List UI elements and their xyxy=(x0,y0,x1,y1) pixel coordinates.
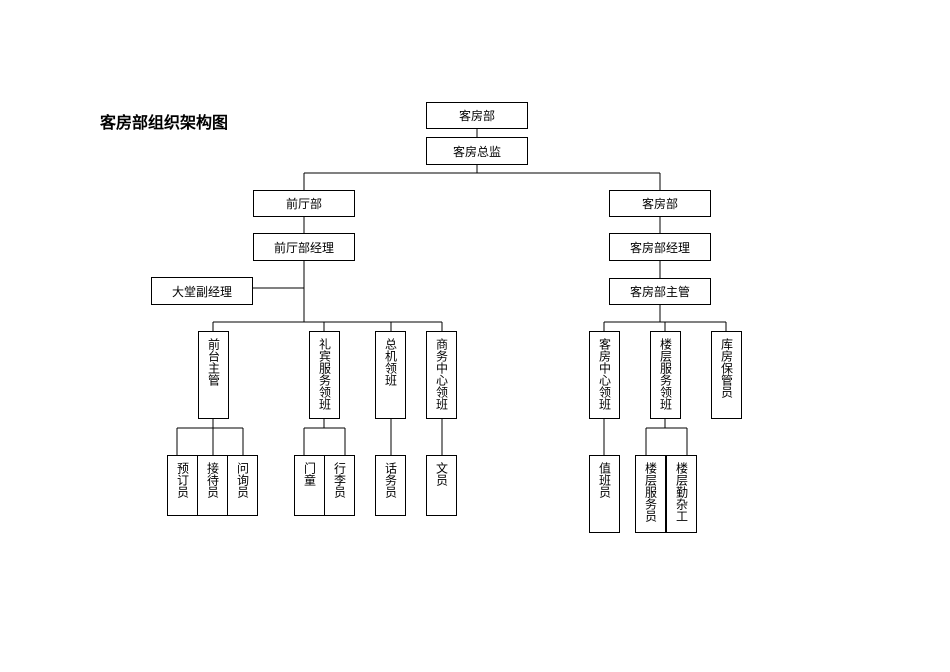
node-front-office-dept: 前厅部 xyxy=(253,190,355,217)
node-housekeeping-director: 客房总监 xyxy=(426,137,528,165)
node-housekeeping-manager: 客房部经理 xyxy=(609,233,711,261)
node-label: 前台主管 xyxy=(206,338,221,386)
node-label: 库房保管员 xyxy=(719,338,734,398)
node-information-agent: 问询员 xyxy=(227,455,258,516)
node-label: 礼宾服务领班 xyxy=(317,338,332,410)
node-label: 值班员 xyxy=(597,462,612,498)
node-front-desk-supervisor: 前台主管 xyxy=(198,331,229,419)
node-floor-service-captain: 楼层服务领班 xyxy=(650,331,681,419)
node-storekeeper: 库房保管员 xyxy=(711,331,742,419)
node-assistant-manager: 大堂副经理 xyxy=(151,277,253,305)
node-label: 文员 xyxy=(434,462,449,486)
node-telephonist: 话务员 xyxy=(375,455,406,516)
node-floor-attendant: 楼层服务员 xyxy=(635,455,666,533)
node-concierge-captain: 礼宾服务领班 xyxy=(309,331,340,419)
node-label: 商务中心领班 xyxy=(434,338,449,410)
node-floor-porter: 楼层勤杂工 xyxy=(666,455,697,533)
node-business-center-captain: 商务中心领班 xyxy=(426,331,457,419)
node-label: 话务员 xyxy=(383,462,398,498)
node-label: 接待员 xyxy=(205,462,220,498)
node-label: 总机领班 xyxy=(383,338,398,386)
node-housekeeping-division: 客房部 xyxy=(426,102,528,129)
node-label: 预订员 xyxy=(175,462,190,498)
node-label: 楼层勤杂工 xyxy=(674,462,689,522)
node-front-office-manager: 前厅部经理 xyxy=(253,233,355,261)
node-housekeeping-supervisor: 客房部主管 xyxy=(609,278,711,305)
node-label: 门童 xyxy=(302,462,317,486)
node-duty-attendant: 值班员 xyxy=(589,455,620,533)
node-room-center-captain: 客房中心领班 xyxy=(589,331,620,419)
node-label: 客房中心领班 xyxy=(597,338,612,410)
node-reservation-agent: 预订员 xyxy=(167,455,198,516)
node-operator-captain: 总机领班 xyxy=(375,331,406,419)
node-label: 楼层服务员 xyxy=(643,462,658,522)
node-housekeeping-dept: 客房部 xyxy=(609,190,711,217)
chart-title: 客房部组织架构图 xyxy=(100,113,229,132)
node-bellman: 行李员 xyxy=(324,455,355,516)
node-doorman: 门童 xyxy=(294,455,325,516)
node-reception-agent: 接待员 xyxy=(197,455,228,516)
node-label: 楼层服务领班 xyxy=(658,338,673,410)
node-clerk: 文员 xyxy=(426,455,457,516)
node-label: 行李员 xyxy=(332,462,347,498)
node-label: 问询员 xyxy=(235,462,250,498)
